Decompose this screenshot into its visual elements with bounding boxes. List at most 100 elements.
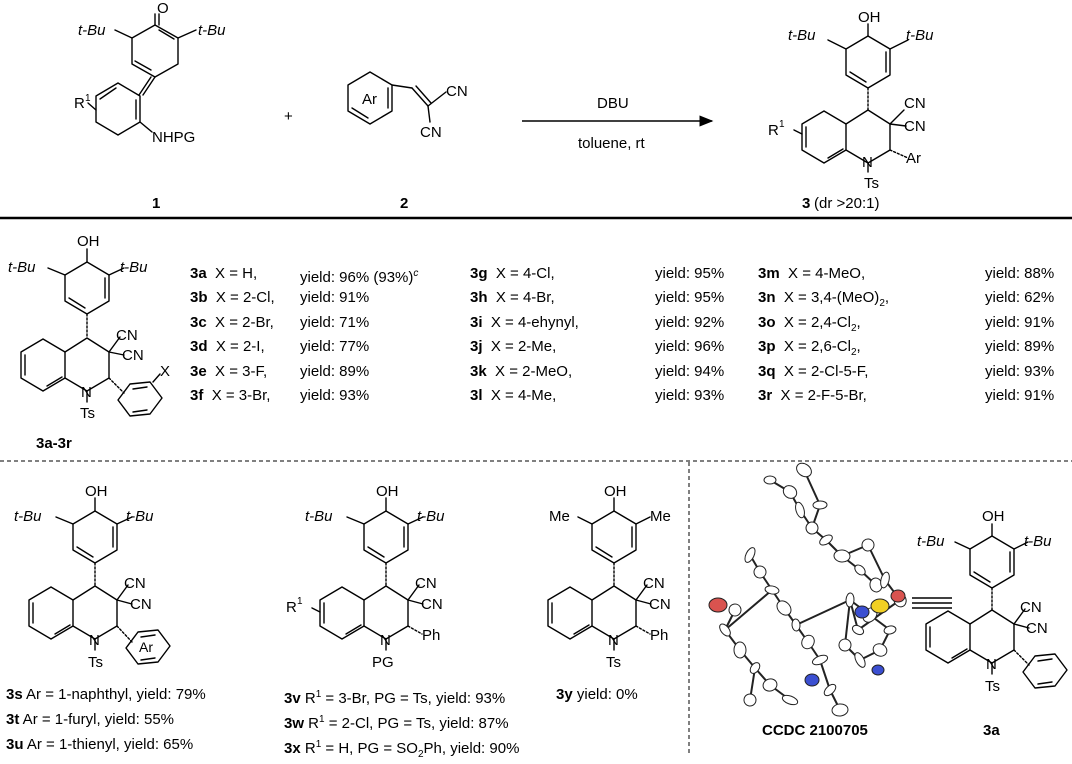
- substituent: X = 4-Cl,: [495, 265, 555, 282]
- scope-3v-r1-sup: 1: [297, 596, 303, 607]
- substituent: X = 2-Cl-5-F,: [783, 363, 869, 380]
- ortep-carbon-atom: [872, 643, 888, 657]
- compound-id: 3d: [190, 338, 208, 355]
- compound-2-ar: Ar: [362, 91, 377, 108]
- scope-3y-cn2: CN: [649, 596, 671, 613]
- scope-entry-3l: 3l X = 4-Me,: [470, 387, 556, 405]
- ortep-sulfur-atom: [870, 598, 890, 614]
- scope-entry-3r: 3r X = 2-F-5-Br,: [758, 387, 867, 405]
- compound-id: 3o: [758, 314, 776, 331]
- yield-3g: yield: 95%: [655, 265, 724, 283]
- compound-id: 3l: [470, 387, 483, 404]
- compound-id: 3m: [758, 265, 780, 282]
- ortep-bond: [844, 599, 851, 646]
- ortep-carbon-atom: [749, 662, 761, 674]
- scope-3a-oh: OH: [77, 233, 100, 250]
- scope-3v-3x-structure: [311, 497, 424, 651]
- ortep-carbon-atom: [763, 475, 777, 485]
- ortep-oxygen-atom: [890, 589, 906, 603]
- substituent: X = 2-MeO,: [495, 363, 573, 380]
- ortep-carbon-atom: [791, 618, 801, 632]
- xray-ccdc-label: CCDC 2100705: [762, 722, 868, 739]
- yield-3h: yield: 95%: [655, 289, 724, 307]
- compound-label-3-dr: (dr >20:1): [814, 195, 879, 212]
- yield-value: yield: 89%: [300, 363, 370, 380]
- scope-entry-3p: 3p X = 2,6-Cl2,: [758, 338, 861, 362]
- ortep-carbon-atom: [781, 694, 799, 706]
- scope-3v-cn1: CN: [415, 575, 437, 592]
- ortep-carbon-atom: [796, 462, 812, 478]
- scope-3s-ar: Ar: [139, 639, 153, 655]
- xray-ortep-image: [708, 462, 907, 717]
- yield-value: yield: 77%: [300, 338, 370, 355]
- compound-1-r1: R: [74, 95, 85, 112]
- scope-3v-ph: Ph: [422, 627, 440, 644]
- scope-3s-tbu-right: t-Bu: [126, 508, 154, 525]
- scope-3a-tbu-left: t-Bu: [8, 259, 36, 276]
- compound-3-n: N: [862, 154, 873, 171]
- substituent: X = 3,4-(MeO): [783, 289, 880, 306]
- scope-3y-oh: OH: [604, 483, 627, 500]
- compound-3-cn2: CN: [904, 118, 926, 135]
- scope-entry-3q: 3q X = 2-Cl-5-F,: [758, 363, 868, 381]
- scope-entry-3f: 3f X = 3-Br,: [190, 387, 270, 405]
- substituent: X = 2-Cl,: [215, 289, 275, 306]
- scope-3y-ph: Ph: [650, 627, 668, 644]
- yield-value: yield: 93%: [300, 387, 370, 404]
- ortep-carbon-atom: [753, 565, 767, 579]
- yield-3e: yield: 89%: [300, 363, 369, 381]
- scope-entry-3j: 3j X = 2-Me,: [470, 338, 556, 356]
- ortep-nitrogen-atom: [804, 673, 820, 687]
- scope-3v-cn2: CN: [421, 596, 443, 613]
- xray-3a-oh: OH: [982, 508, 1005, 525]
- xray-3a-structure: [925, 523, 1068, 689]
- scope-3s-ts: Ts: [88, 654, 103, 671]
- row-3w: 3w R1 = 2-Cl, PG = Ts, yield: 87%: [284, 714, 509, 732]
- substituent-subscript: 2: [850, 347, 857, 358]
- compound-1-tbu-right: t-Bu: [198, 22, 226, 39]
- scope-3a-3r-label: 3a-3r: [36, 435, 72, 452]
- xray-3a-ts: Ts: [985, 678, 1000, 695]
- compound-id: 3n: [758, 289, 776, 306]
- ortep-carbon-atom: [833, 549, 851, 563]
- scope-3y-cn1: CN: [643, 575, 665, 592]
- compound-3-structure: [793, 23, 909, 173]
- reagent-dbu: DBU: [597, 95, 629, 112]
- compound-3-oh: OH: [858, 9, 881, 26]
- ortep-carbon-atom: [883, 625, 897, 635]
- ortep-carbon-atom: [823, 683, 837, 697]
- ortep-nitrogen-atom: [871, 664, 885, 676]
- scope-entry-3a: 3a X = H,: [190, 265, 257, 283]
- compound-1-structure: R 1: [74, 13, 197, 136]
- yield-3p: yield: 89%: [985, 338, 1054, 356]
- scope-3s-cn1: CN: [124, 575, 146, 592]
- substituent-tail: ,: [856, 314, 861, 331]
- substituent: X = 3-F,: [215, 363, 268, 380]
- scope-3v-tbu-left: t-Bu: [305, 508, 333, 525]
- substituent: X = 3-Br,: [211, 387, 271, 404]
- compound-3-ts: Ts: [864, 175, 879, 192]
- compound-2-cn-top: CN: [446, 83, 468, 100]
- yield-value: yield: 92%: [655, 314, 725, 331]
- yield-footnote: c: [413, 268, 419, 279]
- yield-value: yield: 95%: [655, 289, 725, 306]
- ortep-bond: [857, 599, 901, 631]
- compound-2-structure: [347, 71, 447, 125]
- yield-value: yield: 95%: [655, 265, 725, 282]
- scope-3s-n: N: [89, 632, 100, 649]
- yield-value: yield: 91%: [985, 314, 1055, 331]
- substituent: X = 4-MeO,: [788, 265, 866, 282]
- ortep-carbon-atom: [838, 638, 852, 652]
- reaction-plus: +: [284, 108, 293, 125]
- ortep-bond: [795, 599, 851, 626]
- ortep-carbon-atom: [733, 641, 747, 659]
- scope-3y-me-right: Me: [650, 508, 671, 525]
- ortep-carbon-atom: [795, 501, 805, 519]
- scope-3y-n: N: [608, 632, 619, 649]
- scope-3v-oh: OH: [376, 483, 399, 500]
- yield-value: yield: 91%: [985, 387, 1055, 404]
- yield-3i: yield: 92%: [655, 314, 724, 332]
- scope-entry-3d: 3d X = 2-I,: [190, 338, 265, 356]
- xray-3a-tbu-left: t-Bu: [917, 533, 945, 550]
- substituent: X = 2-F-5-Br,: [780, 387, 867, 404]
